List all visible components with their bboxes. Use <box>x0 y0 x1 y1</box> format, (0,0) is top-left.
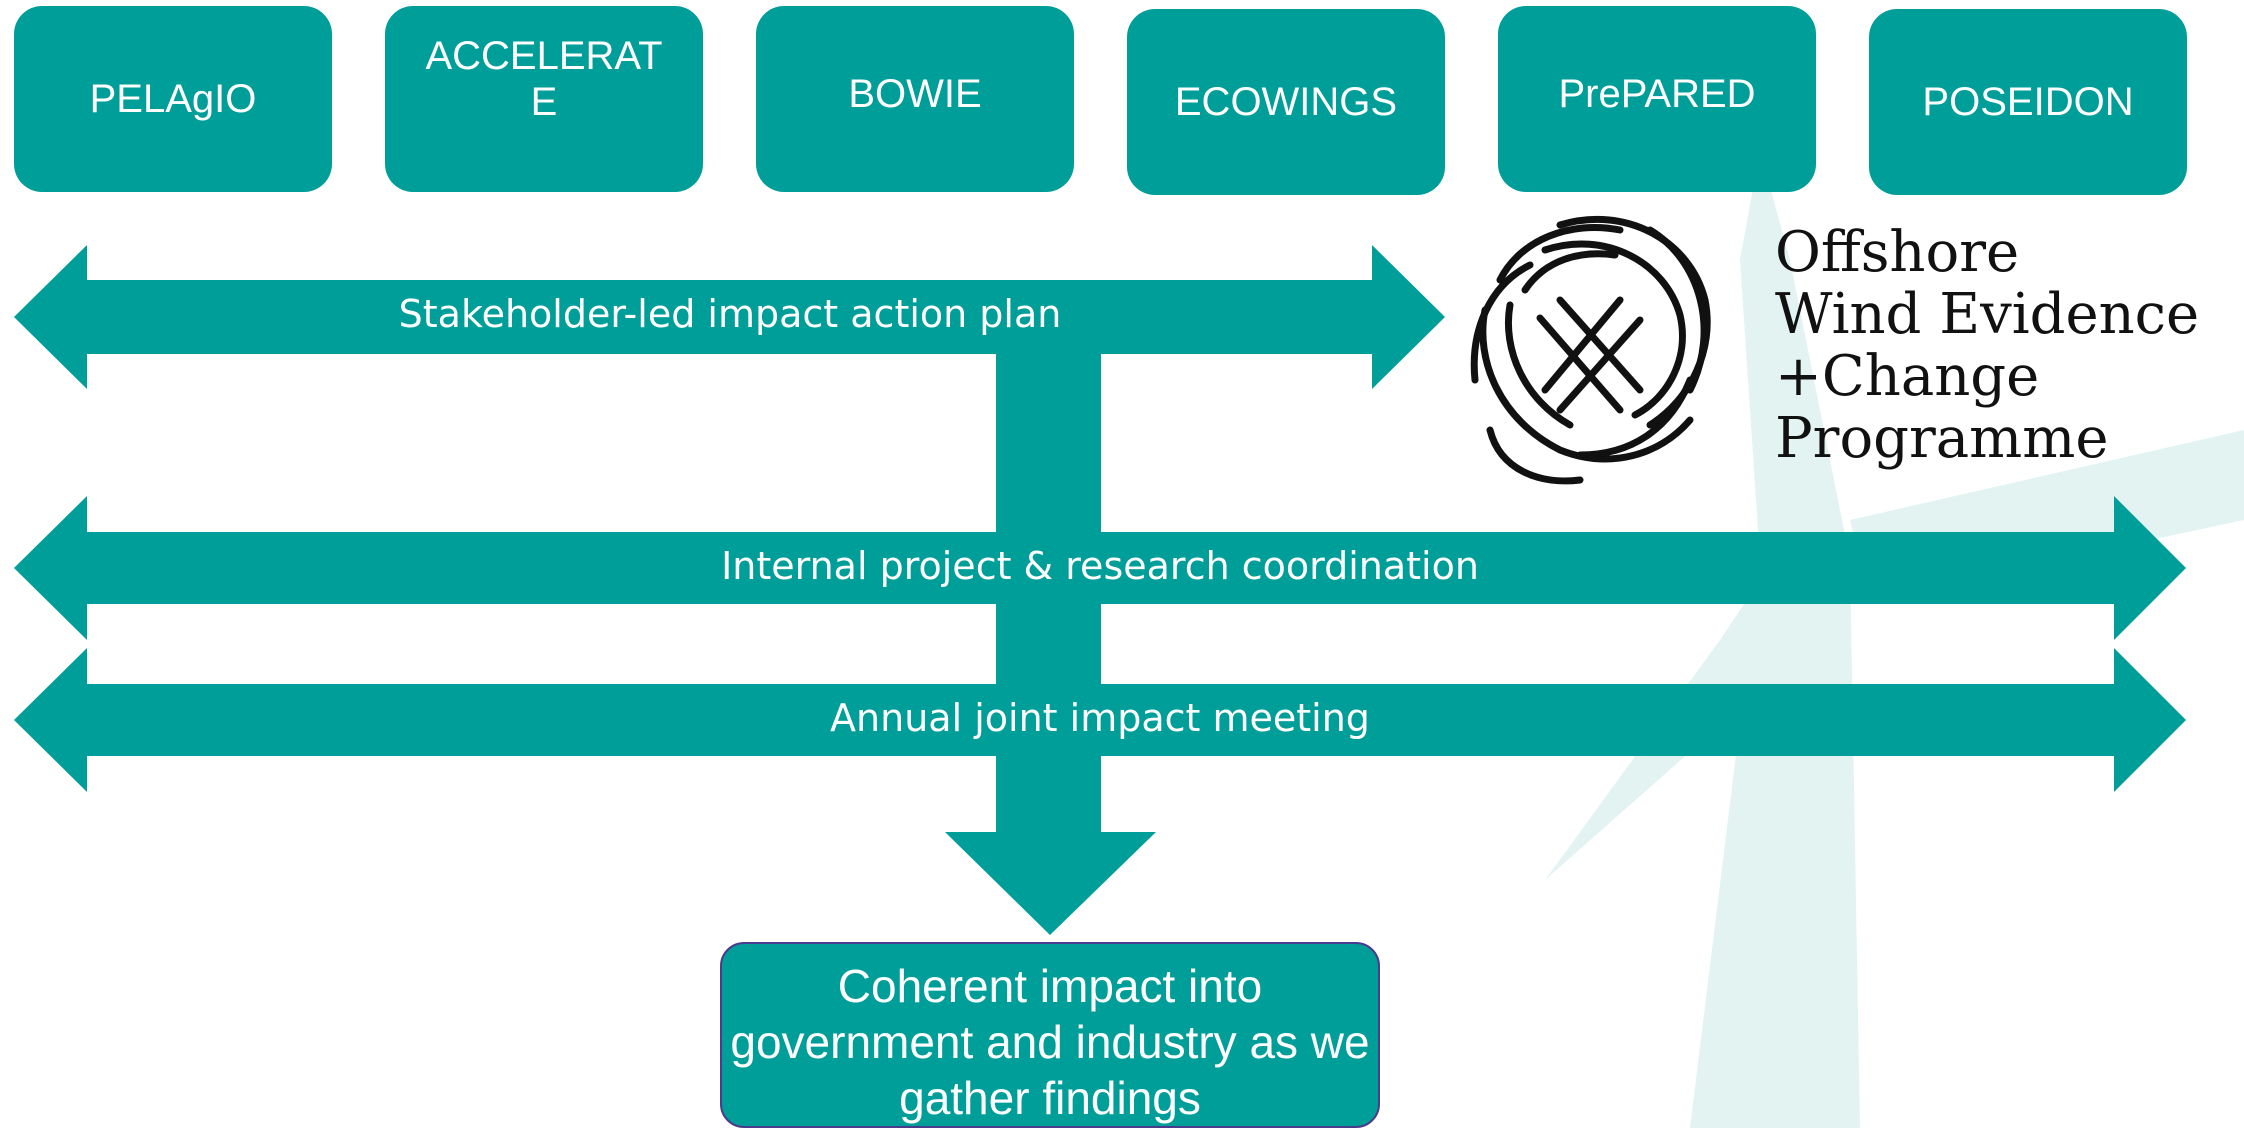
logo-knot-icon <box>1470 215 1711 485</box>
programme-logo-wordmark: Offshore Wind Evidence +Change Programme <box>1775 222 2199 470</box>
annual-meeting-arrow <box>14 648 2186 792</box>
outcome-box: Coherent impact into government and indu… <box>720 942 1380 1128</box>
project-box-ecowings: ECOWINGS <box>1127 9 1445 195</box>
project-box-prepared: PrePARED <box>1498 6 1816 192</box>
logo-line-wind-evidence: Wind Evidence <box>1775 282 2200 347</box>
logo-line-programme: Programme <box>1775 406 2109 471</box>
vertical-flow-arrow <box>945 345 1156 935</box>
project-box-pelagio: PELAgIO <box>14 6 332 192</box>
project-box-accelerate: ACCELERAT E <box>385 6 703 192</box>
project-box-poseidon: POSEIDON <box>1869 9 2187 195</box>
internal-coordination-arrow <box>14 496 2186 640</box>
annual-meeting-arrow-label: Annual joint impact meeting <box>830 696 1370 740</box>
stakeholder-arrow-label: Stakeholder-led impact action plan <box>398 292 1062 336</box>
logo-line-change: +Change <box>1775 344 2040 409</box>
logo-line-offshore: Offshore <box>1775 220 2020 285</box>
project-box-bowie: BOWIE <box>756 6 1074 192</box>
internal-coordination-arrow-label: Internal project & research coordination <box>721 544 1479 588</box>
stakeholder-arrow <box>14 245 1445 389</box>
